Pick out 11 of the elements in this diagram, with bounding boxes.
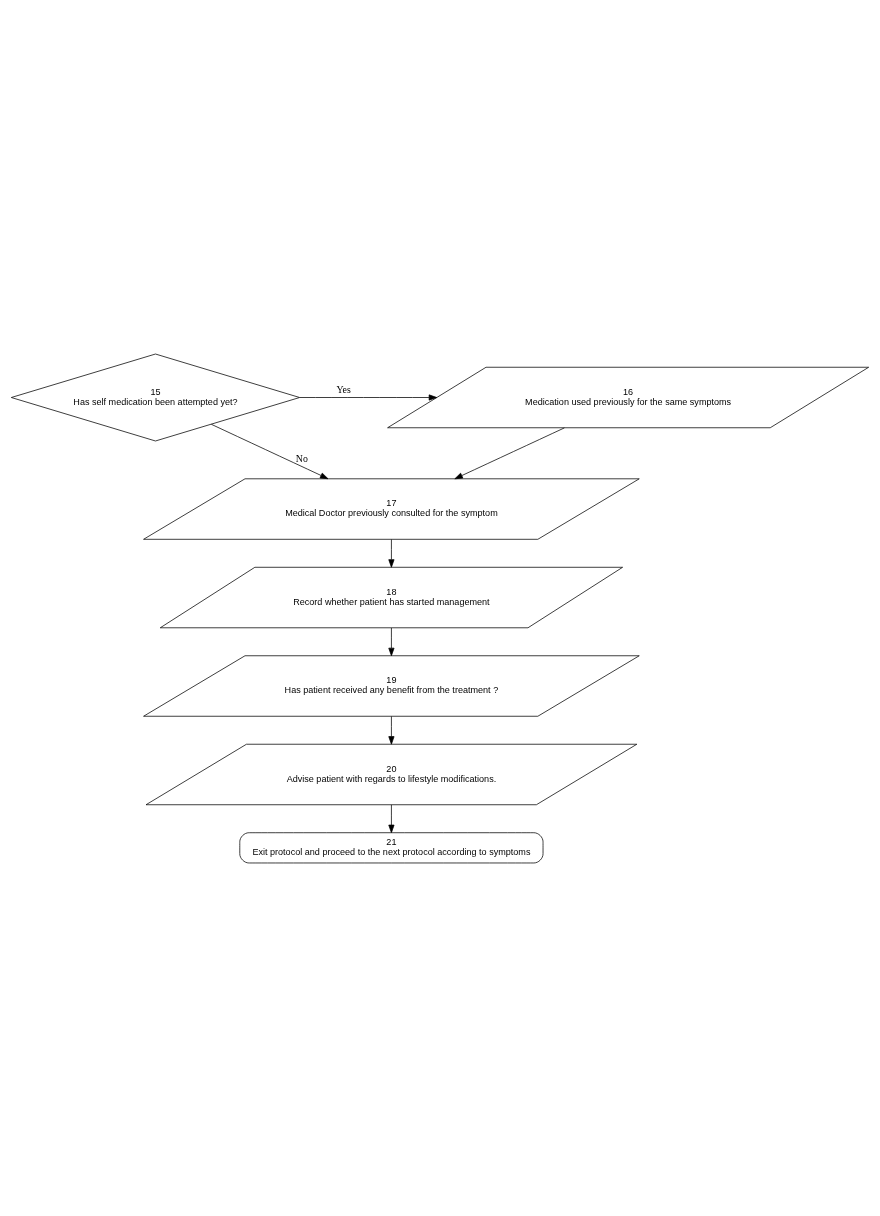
edge-label: No: [295, 452, 308, 464]
arrow: [388, 627, 395, 656]
arrow: [388, 715, 395, 745]
node-diamond: 15 Has self medication been attempted yet?: [10, 353, 300, 441]
arrow: [299, 394, 438, 401]
arrow: [454, 427, 565, 479]
arrow: [388, 804, 395, 833]
node-box: 21 Exit protocol and proceed to the next protocol according to symptoms: [239, 831, 544, 863]
edge-label: Yes: [336, 383, 351, 395]
arrow: [211, 423, 329, 479]
arrow: [388, 538, 395, 568]
